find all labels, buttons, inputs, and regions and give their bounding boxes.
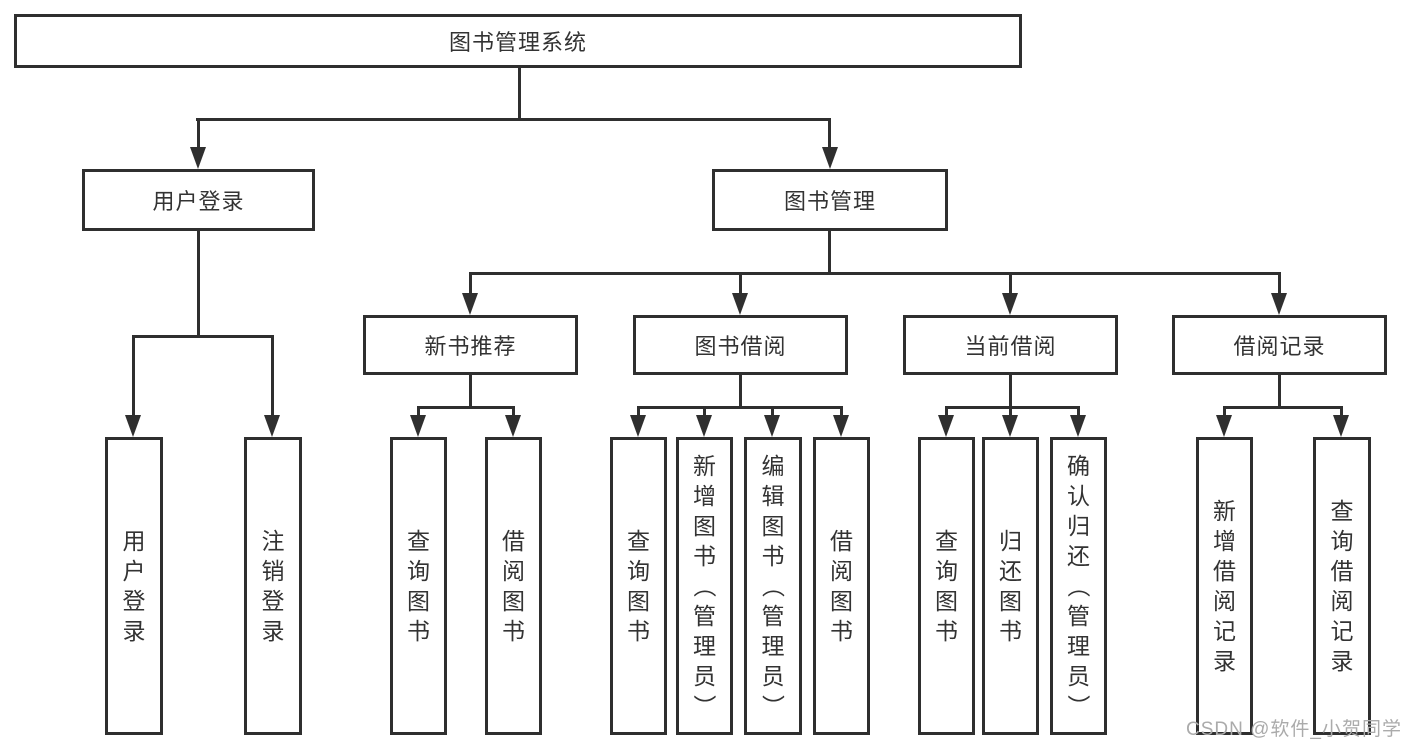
leaf-borrow-book: 借阅图书 (813, 437, 870, 735)
arrowhead (264, 415, 280, 437)
edge-group-trunk (739, 375, 742, 406)
node-current-borrow: 当前借阅 (903, 315, 1118, 375)
edge-arrow-stem (1278, 272, 1281, 296)
edge-arrow-stem (469, 272, 472, 296)
arrowhead (1216, 415, 1232, 437)
arrowhead (630, 415, 646, 437)
edge-arrow-stem (828, 118, 831, 150)
edge-group-trunk (1278, 375, 1281, 406)
arrowhead (462, 293, 478, 315)
leaf-query-book: 查询图书 (918, 437, 975, 735)
csdn-watermark: CSDN @软件_小贺同学 (1186, 719, 1402, 740)
edge-root-trunk (518, 68, 521, 118)
edge-group-trunk (469, 375, 472, 406)
arrowhead (938, 415, 954, 437)
arrowhead (1070, 415, 1086, 437)
leaf-query-borrow-record: 查询借阅记录 (1313, 437, 1371, 735)
edge-arrow-stem (512, 406, 515, 418)
arrowhead (1271, 293, 1287, 315)
edge-arrow-stem (197, 118, 200, 150)
edge-group-connector (945, 406, 1080, 409)
arrowhead (1002, 415, 1018, 437)
leaf-borrow-book: 借阅图书 (485, 437, 542, 735)
leaf-return-book: 归还图书 (982, 437, 1039, 735)
arrowhead (833, 415, 849, 437)
arrowhead (125, 415, 141, 437)
leaf-add-borrow-record: 新增借阅记录 (1196, 437, 1253, 735)
leaf-query-book: 查询图书 (610, 437, 667, 735)
edge-arrow-stem (1340, 406, 1343, 418)
node-user-login: 用户登录 (82, 169, 315, 231)
arrowhead (732, 293, 748, 315)
leaf-query-book: 查询图书 (390, 437, 447, 735)
edge-arrow-stem (132, 335, 135, 417)
edge-user-connector (132, 335, 274, 338)
edge-arrow-stem (739, 272, 742, 296)
edge-arrow-stem (840, 406, 843, 418)
arrowhead (505, 415, 521, 437)
edge-arrow-stem (1223, 406, 1226, 418)
arrowhead (410, 415, 426, 437)
edge-arrow-stem (1009, 272, 1012, 296)
leaf-user-login: 用户登录 (105, 437, 163, 735)
leaf-confirm-return-admin: 确认归还（管理员） (1050, 437, 1107, 735)
edge-arrow-stem (417, 406, 420, 418)
edge-group-connector (417, 406, 515, 409)
edge-arrow-stem (637, 406, 640, 418)
edge-user-trunk (197, 231, 200, 335)
edge-group-trunk (1009, 375, 1012, 406)
leaf-add-book-admin: 新增图书（管理员） (676, 437, 733, 735)
arrowhead (1002, 293, 1018, 315)
arrowhead (696, 415, 712, 437)
node-book-management: 图书管理 (712, 169, 948, 231)
arrowhead (764, 415, 780, 437)
edge-arrow-stem (271, 335, 274, 417)
leaf-logout: 注销登录 (244, 437, 302, 735)
edge-arrow-stem (1009, 406, 1012, 418)
edge-l1-connector (196, 118, 831, 121)
edge-arrow-stem (945, 406, 948, 418)
edge-group-connector (637, 406, 843, 409)
arrowhead (190, 147, 206, 169)
arrowhead (1333, 415, 1349, 437)
node-root: 图书管理系统 (14, 14, 1022, 68)
node-book-borrow: 图书借阅 (633, 315, 848, 375)
node-new-book-recommend: 新书推荐 (363, 315, 578, 375)
edge-l2-connector (469, 272, 1281, 275)
edge-mgmt-trunk (828, 231, 831, 272)
edge-arrow-stem (771, 406, 774, 418)
leaf-edit-book-admin: 编辑图书（管理员） (744, 437, 802, 735)
edge-arrow-stem (1077, 406, 1080, 418)
edge-arrow-stem (703, 406, 706, 418)
arrowhead (822, 147, 838, 169)
node-borrow-records: 借阅记录 (1172, 315, 1387, 375)
edge-group-connector (1223, 406, 1343, 409)
